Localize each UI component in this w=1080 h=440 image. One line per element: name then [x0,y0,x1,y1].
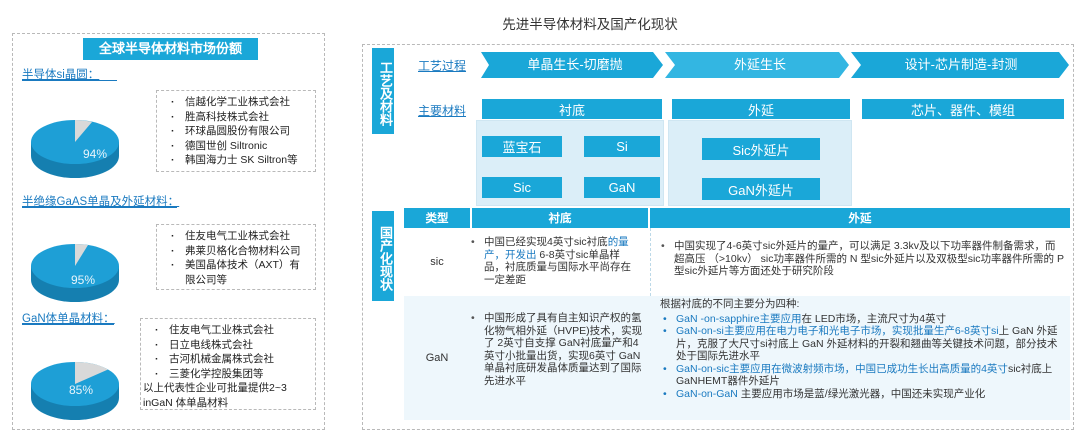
text-fragment: 主要应用市场是蓝/绿光激光器，中国还未实现产业化 [737,387,986,400]
company-list-si: 信越化学工业株式会社 胜高科技株式会社 环球晶圆股份有限公司 德国世创 Silt… [156,90,316,172]
text-fragment: 上 GaN 外延片，克服了大尺寸si衬底上 GaN 外延材料的开裂和翘曲等关键技… [676,325,1058,362]
text-fragment: 6-8英寸sic单晶样品，衬底质量与国际水平尚存在一定差距 [484,248,631,286]
list-item: GaN -on-sapphire主要应用在 LED市场，主流尺寸为4英寸 [660,313,1066,326]
company-list-gaas: 住友电气工业株式会社 弗莱贝格化合物材料公司 美国晶体技术（AXT）有限公司等 [156,224,316,290]
market-share-title: 全球半导体材料市场份额 [83,38,258,60]
section-label-si: 半导体si晶圆： [22,69,100,81]
section-label-gan: GaN体单晶材料： [22,313,115,325]
pie-chart-gan: 85% [31,362,119,420]
process-arrow [481,52,1069,78]
page-title: 先进半导体材料及国产化现状 [502,17,678,32]
pie-chart-gaas: 95% [31,244,119,302]
process-panel [362,44,1074,430]
list-item: 中国已经实现4英寸sic衬底的量产，开发出 6-8英寸sic单晶样品，衬底质量与… [468,236,640,286]
company-item: 日立电线株式会社 [155,338,309,353]
section-label-gaas: 半绝缘GaAS单晶及外延材料： [22,196,180,208]
text-fragment: 在 LED市场，主流尺寸为4英寸 [801,312,947,325]
substrate-si: Si [584,136,660,157]
table-divider [650,228,651,296]
text-fragment-highlight: GaN -on-sapphire主要应用 [676,312,802,325]
pie-label-si: 94% [83,147,107,161]
table-header-epitaxy: 外延 [650,208,1070,228]
process-step-2: 外延生长 [733,57,786,72]
company-item: 住友电气工业株式会社 [155,323,309,338]
sic-substrate-cell: 中国已经实现4英寸sic衬底的量产，开发出 6-8英寸sic单晶样品，衬底质量与… [468,236,640,286]
table-header-type: 类型 [404,208,470,228]
sic-epitaxy-cell: 中国实现了4-6英寸sic外延片的量产，可以满足 3.3kv及以下功率器件制备需… [658,240,1064,278]
text-fragment: sic衬底上 GaNHEMT器件外延片 [676,362,1053,388]
process-step-3: 设计-芯片制造-封测 [904,57,1018,72]
gan-epi-intro: 根据衬底的不同主要分为四种: [660,298,800,310]
epi-gan: GaN外延片 [702,178,820,200]
company-item: 弗莱贝格化合物材料公司 [171,244,309,259]
company-item: 美国晶体技术（AXT）有限公司等 [171,258,309,287]
text-fragment: 中国已经实现4英寸sic衬底 [484,236,608,248]
pie-label-gan: 85% [69,383,93,397]
table-header-substrate: 衬底 [472,208,648,228]
company-item: 韩国海力士 SK Siltron等 [171,153,309,168]
material-head-chip: 芯片、器件、模组 [862,99,1064,119]
process-step-1: 单晶生长-切磨抛 [527,57,623,72]
vertical-label-process: 工艺及材料 [372,48,394,134]
market-share-panel [12,33,325,430]
material-head-epitaxy: 外延 [672,99,850,119]
epi-sic: Sic外延片 [702,138,820,160]
material-row-label: 主要材料 [418,104,467,118]
gan-substrate-cell: 中国形成了具有自主知识产权的氢化物气相外延（HVPE)技术，实现了 2英寸自支撑… [468,312,644,387]
company-note: 以上代表性企业可批量提供2~3 inGaN 体单晶材料 [143,382,287,409]
company-list-gan: 住友电气工业株式会社 日立电线株式会社 古河机械金属株式会社 三菱化学控股集团等… [140,318,316,410]
substrate-gan: GaN [584,177,660,198]
process-row-label: 工艺过程 [418,59,467,73]
row-type-gan: GaN [425,352,449,364]
pie-label-gaas: 95% [71,273,95,287]
text-fragment-highlight: GaN-on-sic主要应用在微波射频市场，中国已成功生长出高质量的4英寸 [676,362,1008,375]
text-fragment-highlight: GaN-on-GaN [676,387,738,400]
section-underline [22,207,177,208]
substrate-sic: Sic [482,177,562,198]
text-fragment-highlight: GaN-on-si主要应用在电力电子和光电子市场，实现批量生产6-8英寸si [676,325,999,337]
pie-chart-si: 94% [31,120,119,178]
company-item: 环球晶圆股份有限公司 [171,124,309,139]
gan-epitaxy-cell: 根据衬底的不同主要分为四种: GaN -on-sapphire主要应用在 LED… [660,298,1066,400]
list-item: 中国实现了4-6英寸sic外延片的量产，可以满足 3.3kv及以下功率器件制备需… [658,240,1064,278]
substrate-sapphire: 蓝宝石 [482,136,562,157]
list-item: GaN-on-si主要应用在电力电子和光电子市场，实现批量生产6-8英寸si上 … [660,325,1066,363]
company-item: 德国世创 Siltronic [171,139,309,154]
company-item: 古河机械金属株式会社 [155,352,309,367]
material-head-substrate: 衬底 [482,99,662,119]
company-item: 信越化学工业株式会社 [171,95,309,110]
company-item: 三菱化学控股集团等 [155,367,309,382]
company-item: 住友电气工业株式会社 [171,229,309,244]
list-item: GaN-on-GaN 主要应用市场是蓝/绿光激光器，中国还未实现产业化 [660,388,1066,401]
list-item: GaN-on-sic主要应用在微波射频市场，中国已成功生长出高质量的4英寸sic… [660,363,1066,388]
vertical-label-localization: 国产化现状 [372,211,394,301]
section-underline [22,80,117,81]
list-item: 中国形成了具有自主知识产权的氢化物气相外延（HVPE)技术，实现了 2英寸自支撑… [468,312,644,387]
text-fragment-highlight: 的量产，开发出 [484,236,629,261]
row-type-sic: sic [430,256,444,268]
section-underline [22,324,114,325]
company-item: 胜高科技株式会社 [171,110,309,125]
